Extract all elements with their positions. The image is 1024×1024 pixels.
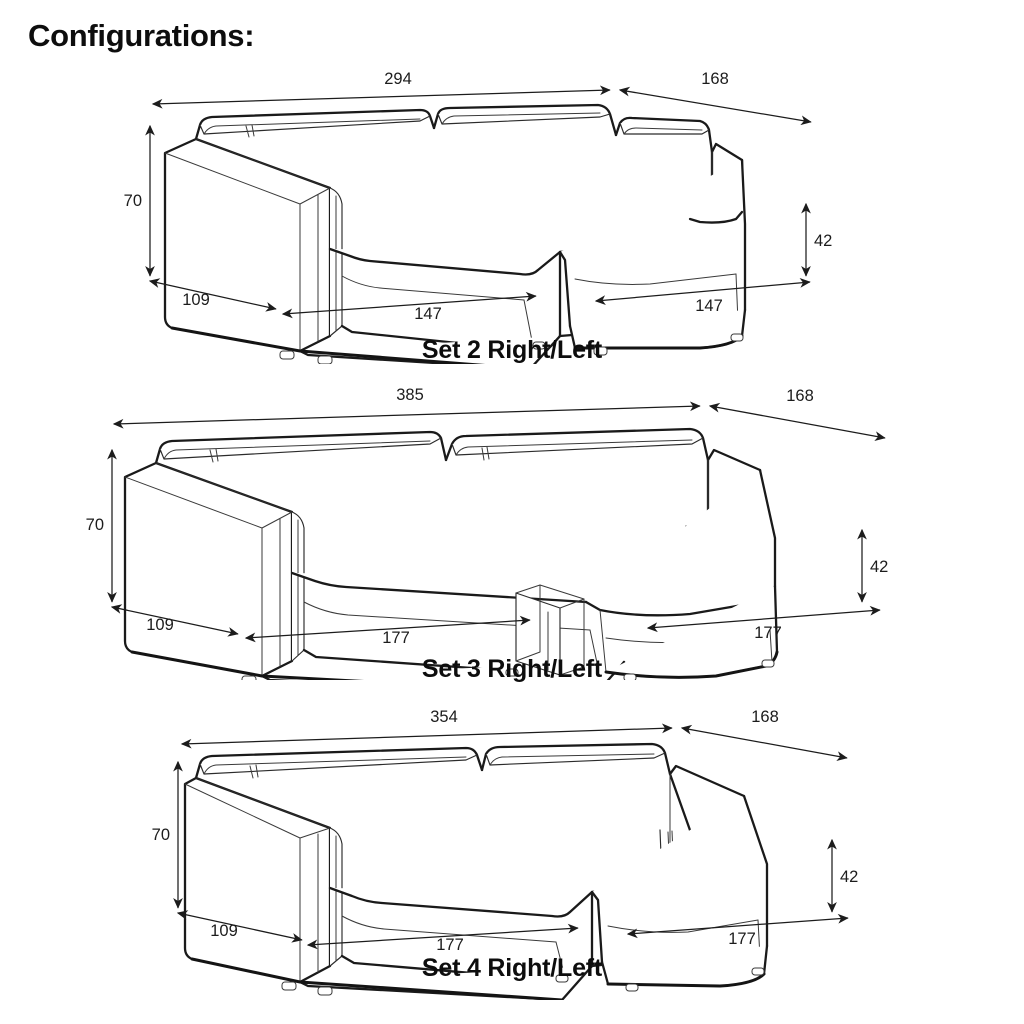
dimension-depth-right: 168 bbox=[786, 387, 814, 405]
sofa-diagram-set-2: 294 168 70 109 147 147 42 bbox=[124, 70, 832, 364]
dimension-seat-right: 147 bbox=[695, 297, 723, 315]
dimension-height: 70 bbox=[152, 826, 170, 844]
configuration-set-3: 385 168 70 109 177 177 42 bbox=[0, 380, 1024, 690]
dimension-seat-left: 177 bbox=[382, 629, 410, 647]
configuration-set-2: 294 168 70 109 147 147 42 bbox=[0, 64, 1024, 364]
dimension-total-width: 354 bbox=[430, 708, 458, 726]
dimension-line-total-width bbox=[151, 85, 611, 109]
dimension-seat-left: 177 bbox=[436, 936, 464, 954]
dimension-depth-left: 109 bbox=[210, 922, 238, 940]
sofa-diagram-set-4: 354 168 70 109 177 177 42 bbox=[152, 708, 858, 1000]
dimension-seat-height: 42 bbox=[840, 868, 858, 886]
dimension-line-depth-left bbox=[110, 604, 239, 637]
dimension-line-seat-right bbox=[646, 605, 881, 633]
caption-set-3: Set 3 Right/Left bbox=[421, 655, 603, 683]
dimension-line-seat-left bbox=[244, 615, 531, 643]
dimension-total-width: 294 bbox=[384, 70, 412, 88]
dimension-line-total-width bbox=[112, 401, 701, 429]
dimension-seat-left: 147 bbox=[414, 305, 442, 323]
dimension-line-depth-right bbox=[618, 86, 812, 126]
dimension-line-total-width bbox=[180, 723, 673, 749]
dimension-depth-right: 168 bbox=[701, 70, 729, 88]
configuration-set-4: 354 168 70 109 177 177 42 bbox=[0, 700, 1024, 1000]
dimension-depth-left: 109 bbox=[146, 616, 174, 634]
dimension-line-seat-right bbox=[626, 913, 849, 939]
dimension-line-seat-left bbox=[306, 923, 579, 950]
dimension-line-depth-left bbox=[176, 910, 303, 943]
dimension-line-seat-left bbox=[281, 291, 537, 319]
dimension-seat-height: 42 bbox=[814, 232, 832, 250]
dimension-seat-right: 177 bbox=[754, 624, 782, 642]
caption-set-2: Set 2 Right/Left bbox=[421, 336, 603, 364]
dimension-line-depth-right bbox=[680, 724, 848, 762]
sofa-diagram-set-3: 385 168 70 109 177 177 42 bbox=[86, 386, 888, 680]
dimension-line-depth-right bbox=[708, 402, 886, 441]
dimension-total-width: 385 bbox=[396, 386, 424, 404]
dimension-line-seat-right bbox=[594, 278, 811, 306]
dimension-height: 70 bbox=[86, 516, 104, 534]
dimension-height: 70 bbox=[124, 192, 142, 210]
caption-set-4: Set 4 Right/Left bbox=[421, 954, 603, 982]
dimension-line-depth-left bbox=[148, 278, 277, 312]
dimension-depth-left: 109 bbox=[182, 291, 210, 309]
dimension-seat-right: 177 bbox=[728, 930, 756, 948]
page-title: Configurations: bbox=[28, 18, 255, 53]
dimension-seat-height: 42 bbox=[870, 558, 888, 576]
dimension-depth-right: 168 bbox=[751, 708, 779, 726]
